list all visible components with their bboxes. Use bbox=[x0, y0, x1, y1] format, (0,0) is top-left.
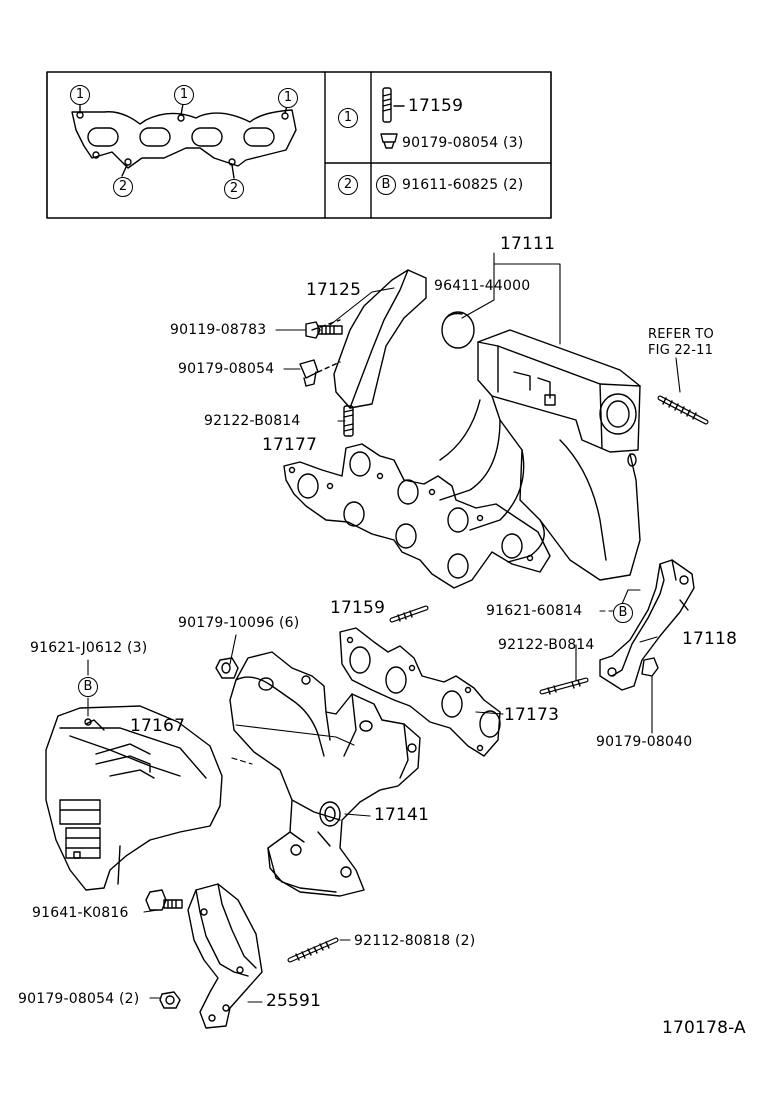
label-17159: 17159 bbox=[330, 598, 386, 618]
gasket-17173 bbox=[339, 627, 501, 757]
label-17167: 17167 bbox=[130, 716, 186, 736]
stud-17159 bbox=[389, 605, 429, 623]
stud-92112 bbox=[287, 937, 339, 963]
leader-lines bbox=[87, 252, 681, 1003]
label-90179-08040: 90179-08040 bbox=[596, 734, 693, 750]
stud-refer-fig bbox=[657, 395, 709, 425]
intake-manifold-17111 bbox=[439, 329, 641, 581]
label-17125: 17125 bbox=[306, 280, 362, 300]
marker-b-right: B bbox=[613, 603, 633, 623]
bolt-91641 bbox=[145, 889, 183, 911]
legend-callout-1c: 1 bbox=[278, 88, 298, 108]
label-92122-b0814-top: 92122-B0814 bbox=[204, 413, 301, 429]
label-91641-k0816: 91641-K0816 bbox=[32, 905, 129, 921]
label-96411-44000: 96411-44000 bbox=[434, 278, 531, 294]
label-17177: 17177 bbox=[262, 435, 318, 455]
nut-90179-08040 bbox=[641, 657, 659, 677]
label-17111: 17111 bbox=[500, 234, 556, 254]
legend-row1-key: 1 bbox=[338, 108, 358, 128]
heat-insulator-17167 bbox=[45, 705, 223, 891]
stay-25591 bbox=[187, 883, 263, 1029]
legend-stud-icon bbox=[382, 87, 405, 123]
label-90179-10096: 90179-10096 (6) bbox=[178, 615, 300, 631]
legend-callout-2a: 2 bbox=[113, 177, 133, 197]
label-90119-08783: 90119-08783 bbox=[170, 322, 267, 338]
label-refer-to: REFER TO bbox=[648, 327, 714, 342]
label-90179-08054-2: 90179-08054 (2) bbox=[18, 991, 140, 1007]
marker-b-left: B bbox=[78, 677, 98, 697]
legend-callout-1a: 1 bbox=[70, 85, 90, 105]
nut-90179-10096 bbox=[215, 657, 239, 679]
label-90179-08054: 90179-08054 bbox=[178, 361, 275, 377]
legend-row1-part-b: 90179-08054 (3) bbox=[402, 135, 524, 151]
legend-nut-icon bbox=[380, 133, 398, 149]
label-17141: 17141 bbox=[374, 805, 430, 825]
legend-row2-key: 2 bbox=[338, 175, 358, 195]
legend-row1-part-a: 17159 bbox=[408, 96, 464, 116]
legend-row2-part: 91611-60825 (2) bbox=[402, 177, 524, 193]
stud-92122-mid bbox=[539, 677, 589, 695]
bracket-17125 bbox=[311, 269, 427, 409]
label-25591: 25591 bbox=[266, 991, 322, 1011]
nut-90179-08054-2 bbox=[159, 991, 181, 1009]
stud-92122-top bbox=[343, 405, 354, 437]
label-92112-80818: 92112-80818 (2) bbox=[354, 933, 476, 949]
legend-row2-marker: B bbox=[376, 175, 396, 195]
nut-90179-08054 bbox=[299, 359, 341, 387]
legend-callout-1b: 1 bbox=[174, 85, 194, 105]
label-91621-60814: 91621-60814 bbox=[486, 603, 583, 619]
plug-96411 bbox=[441, 311, 475, 349]
legend-callout-2b: 2 bbox=[224, 179, 244, 199]
bolt-90119 bbox=[305, 321, 343, 339]
bracket-17118 bbox=[599, 559, 695, 691]
figure-id: 170178-A bbox=[662, 1018, 746, 1038]
gasket-17177 bbox=[283, 443, 551, 589]
label-17173: 17173 bbox=[504, 705, 560, 725]
label-91621-j0612: 91621-J0612 (3) bbox=[30, 640, 148, 656]
legend-table bbox=[46, 71, 552, 219]
legend-gasket bbox=[71, 102, 297, 179]
label-92122-b0814-mid: 92122-B0814 bbox=[498, 637, 595, 653]
exhaust-manifold-17141 bbox=[229, 651, 421, 897]
label-17118: 17118 bbox=[682, 629, 738, 649]
label-refer-fig: FIG 22-11 bbox=[648, 343, 714, 358]
